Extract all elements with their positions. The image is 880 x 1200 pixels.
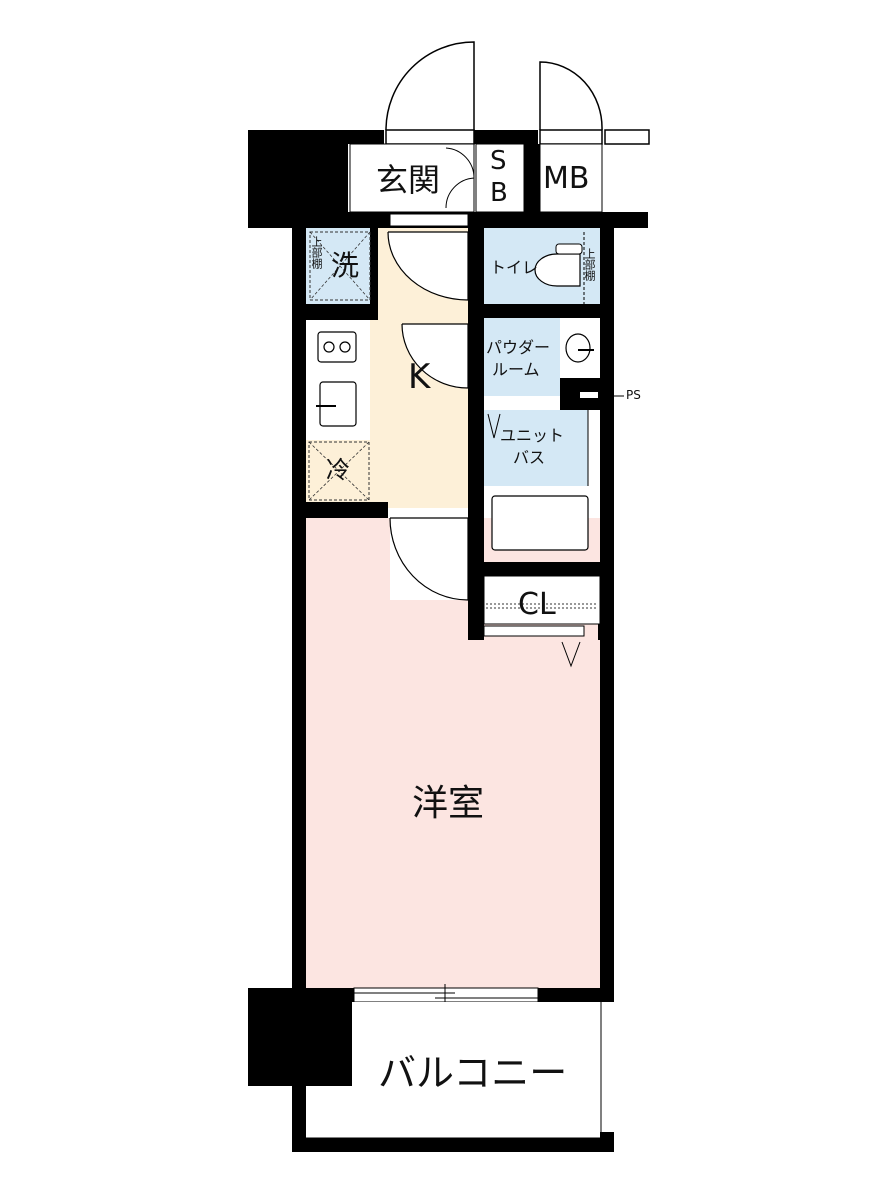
wall-laundry-right [370,228,378,318]
unit-bath-label-1: ユニット [500,426,565,445]
toilet-label: トイレ [490,258,539,277]
wall-bath-bottom [468,562,614,576]
wall-mid-top [474,130,538,144]
wall-laundry-bottom [292,304,378,320]
wall-core-left [468,228,484,638]
powder-room-area [484,318,560,396]
laundry-shelf-label: 上部棚 [310,236,323,269]
wall-left [292,212,306,1152]
toilet-shelf-label: 上部棚 [583,248,596,281]
western-room-label: 洋室 [412,783,485,824]
shoe-box-label-s: S [490,146,507,176]
wall-sb-mb-divider [524,144,540,214]
balcony-label: バルコニー [378,1051,568,1095]
wall-closet-bottom [468,624,484,640]
fridge-space [306,440,370,502]
powder-room-label-2: ルーム [492,360,540,379]
laundry-label: 洗 [331,249,360,282]
unit-bath-area [484,410,588,486]
wall-entrance-top [348,130,384,144]
closet-label: CL [518,587,556,622]
powder-room-label-1: パウダー [486,338,551,357]
laundry-area [306,228,370,304]
wall-column-bottom-left [248,988,352,1086]
wall-kitchen-bottom [292,502,388,518]
wall-closet-right [598,624,614,640]
kitchen-label: K [408,357,431,397]
entrance-label: 玄関 [376,161,441,199]
shoe-box-label-b: B [490,178,508,208]
fridge-label: 冷 [326,456,350,484]
pipe-space-label: PS [626,388,641,402]
wall-balcony-corner [600,1132,614,1152]
wall-toilet-bottom [468,304,614,318]
meter-box-label: MB [543,161,590,196]
wall-balcony-bottom [292,1138,614,1152]
wall-column-top-left [248,130,348,224]
unit-bath-label-2: バス [513,448,546,467]
